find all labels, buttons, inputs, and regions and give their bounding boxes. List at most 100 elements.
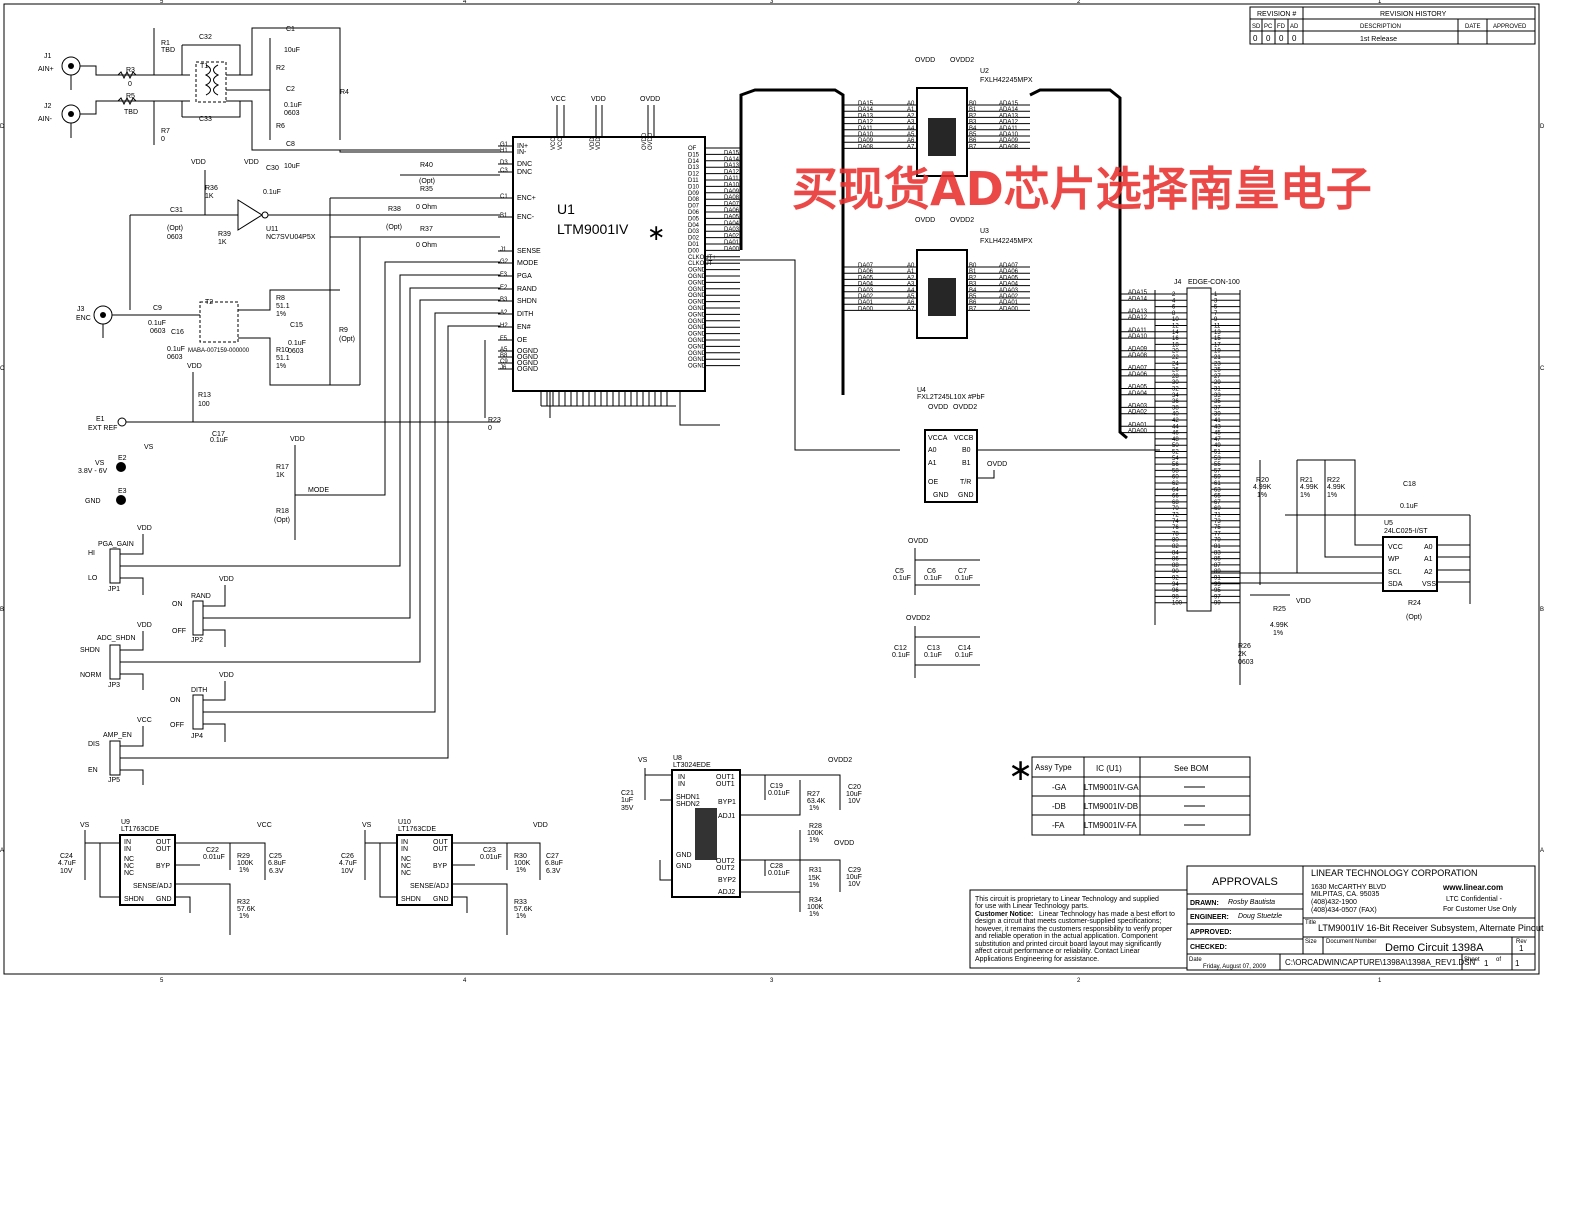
j4-pin-number: 14 bbox=[1172, 330, 1179, 336]
c20-rating: 10V bbox=[848, 798, 861, 805]
j4-pin-number: 5 bbox=[1214, 305, 1218, 311]
u10-pin-byp: BYP bbox=[433, 863, 447, 870]
r9-ref: R9 bbox=[339, 327, 348, 334]
r7-ref: R7 bbox=[161, 128, 170, 135]
u5-pin-a2: A2 bbox=[1424, 569, 1433, 576]
jp3-lo: NORM bbox=[80, 672, 102, 679]
u1-top-pin-label: OVDD bbox=[642, 132, 648, 150]
translator-out-net: ADA00 bbox=[999, 306, 1019, 312]
j4-pin-number: 4 bbox=[1172, 298, 1176, 304]
frame-row-c-right: C bbox=[1540, 366, 1545, 372]
r10-ref: R10 bbox=[276, 347, 289, 354]
u10-pin-in1: IN bbox=[401, 839, 408, 846]
r30-ref: R30 bbox=[514, 853, 527, 860]
u1-pin-label: EN# bbox=[517, 324, 531, 331]
j4-pin-number: 1 bbox=[1214, 292, 1218, 298]
frame-row-d-right: D bbox=[1540, 124, 1545, 130]
notice-body-0: Linear Technology has made a best effort… bbox=[1039, 911, 1175, 918]
u1-pin-label: IN- bbox=[517, 149, 527, 156]
c13-val: 0.1uF bbox=[924, 652, 942, 659]
u9-pin-nc1: NC bbox=[124, 856, 134, 863]
u9-pin-sense: SENSE/ADJ bbox=[133, 883, 172, 890]
c21-rating: 35V bbox=[621, 805, 634, 812]
translator-out-net: ADA12 bbox=[999, 120, 1019, 126]
assy-header-type: Assy Type bbox=[1035, 763, 1072, 772]
j4-pin-number: 36 bbox=[1172, 399, 1179, 405]
u10-pin-in2: IN bbox=[401, 846, 408, 853]
u1-pin-label: D05 bbox=[688, 216, 700, 222]
revision-table: REVISION # REVISION HISTORY SD PC FD AD … bbox=[1249, 6, 1536, 45]
r36-ref: R36 bbox=[205, 185, 218, 192]
u1-net-label: DA15 bbox=[724, 150, 740, 156]
u5-pin-wp: WP bbox=[1388, 556, 1400, 563]
vs-e2-label: VS bbox=[144, 444, 154, 451]
u9-pin-byp: BYP bbox=[156, 863, 170, 870]
c20-val: 10uF bbox=[846, 791, 862, 798]
jp2-ref: JP2 bbox=[191, 637, 203, 644]
j4-net-label: ADA15 bbox=[1128, 290, 1148, 296]
u9-part: LT1763CDE bbox=[121, 826, 159, 833]
vdd-r25-label: VDD bbox=[1296, 598, 1311, 605]
u10-pin-nc3: NC bbox=[401, 870, 411, 877]
frame-row-d: D bbox=[0, 124, 5, 130]
c25-val: 6.8uF bbox=[268, 860, 286, 867]
jp5-supply: VCC bbox=[137, 717, 152, 724]
e2-net: VS bbox=[95, 460, 105, 467]
u1-pin-number: B8 bbox=[500, 353, 508, 359]
u1-pin-label: OE bbox=[517, 337, 527, 344]
u1-pin-number: B1 bbox=[500, 213, 508, 219]
rev-history-label: REVISION HISTORY bbox=[1380, 11, 1447, 18]
e3-net: GND bbox=[85, 498, 101, 505]
assy-row-type: -DB bbox=[1052, 802, 1066, 811]
c7-ref: C7 bbox=[958, 568, 967, 575]
u10-pin-sense: SENSE/ADJ bbox=[410, 883, 449, 890]
j4-part: EDGE-CON-100 bbox=[1188, 279, 1240, 286]
confidential-2: For Customer Use Only bbox=[1443, 906, 1517, 913]
frame-row-b-right: B bbox=[1540, 607, 1544, 613]
j3-net: ENC bbox=[76, 315, 91, 322]
r34-val: 100K bbox=[807, 904, 824, 911]
r21-ref: R21 bbox=[1300, 477, 1313, 484]
c15-size: 0603 bbox=[288, 348, 304, 355]
u1-pin-label: DITH bbox=[517, 311, 533, 318]
r18-ref: R18 bbox=[276, 508, 289, 515]
u4-pin-oe: OE bbox=[928, 479, 938, 486]
notice-bold: Customer Notice: bbox=[975, 911, 1033, 918]
translator-b-pin: B7 bbox=[969, 144, 977, 150]
c15-val: 0.1uF bbox=[288, 340, 306, 347]
u1-pin-label: OGND bbox=[688, 332, 707, 338]
translator-a-pin: A1 bbox=[907, 107, 915, 113]
r28-ref: R28 bbox=[809, 823, 822, 830]
r8-val: 51.1 bbox=[276, 303, 290, 310]
c16-ref: C16 bbox=[171, 329, 184, 336]
r26-ref: R26 bbox=[1238, 643, 1251, 650]
j4-pin-number: 11 bbox=[1214, 324, 1221, 330]
notice-body-5: affect circuit performance or reliabilit… bbox=[975, 948, 1140, 955]
rev-val-ad: 0 bbox=[1292, 34, 1297, 43]
u5-pin-a1: A1 bbox=[1424, 556, 1433, 563]
translator-in-net: DA02 bbox=[858, 294, 874, 300]
c8-val: 10uF bbox=[284, 163, 300, 170]
vdd-r17-label: VDD bbox=[290, 436, 305, 443]
c5-val: 0.1uF bbox=[893, 575, 911, 582]
drawing-frame bbox=[3, 3, 1540, 975]
jp2-title: RAND bbox=[191, 593, 211, 600]
j4-pin-number: 2 bbox=[1172, 292, 1176, 298]
r29-val: 100K bbox=[237, 860, 254, 867]
u1-net-label: DA12 bbox=[724, 170, 740, 176]
c19-ref: C19 bbox=[770, 783, 783, 790]
j4-pin-number: 89 bbox=[1214, 569, 1221, 575]
translator-out-net: ADA09 bbox=[999, 138, 1019, 144]
u1-pin-label: OGND bbox=[688, 319, 707, 325]
u1-pin-label: OGND bbox=[517, 360, 538, 367]
u10-pin-out1: OUT bbox=[433, 839, 449, 846]
u1-pin-label: D09 bbox=[688, 191, 700, 197]
u1-net-label: DA04 bbox=[724, 221, 740, 227]
assy-row-type: -GA bbox=[1052, 783, 1067, 792]
rev-col-date: DATE bbox=[1465, 24, 1481, 30]
r30-tol: 1% bbox=[516, 867, 526, 874]
translator-b-pin: B5 bbox=[969, 294, 977, 300]
jp5-hi: DIS bbox=[88, 741, 100, 748]
